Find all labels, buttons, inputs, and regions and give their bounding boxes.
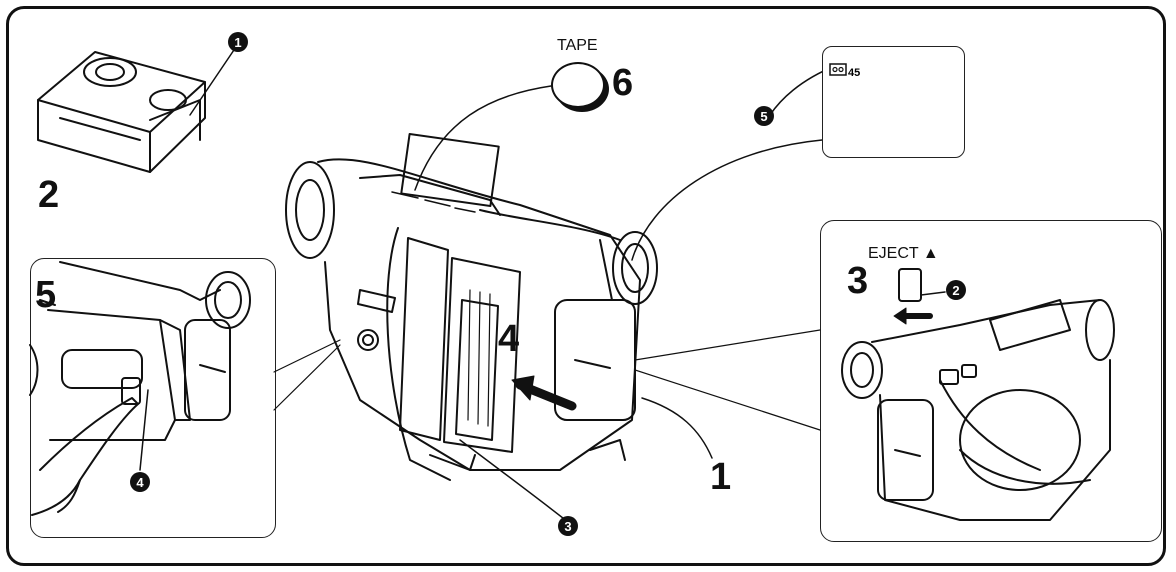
step-2-number: 2: [38, 174, 60, 216]
eject-label: EJECT ▲: [868, 246, 939, 262]
callout-4: 4: [130, 472, 150, 492]
eject-switch: [898, 268, 922, 302]
step-6-number: 6: [612, 62, 634, 104]
eject-symbol: ▲: [922, 245, 939, 262]
tape-button: [551, 62, 605, 108]
callout-1: 1: [228, 32, 248, 52]
step-5-number: 5: [35, 274, 57, 316]
eject-text: EJECT: [868, 245, 919, 262]
callout-3: 3: [558, 516, 578, 536]
callout-5: 5: [754, 106, 774, 126]
step-1-number: 1: [710, 456, 732, 498]
tape-counter-value: 45: [848, 67, 861, 79]
step-3-number: 3: [847, 260, 869, 302]
step-4-number: 4: [498, 318, 520, 360]
callout-2: 2: [946, 280, 966, 300]
inset-right-camcorder: [841, 299, 1115, 521]
camcorder-main: [285, 133, 658, 481]
inset-left-panel: [30, 258, 276, 538]
outer-frame: [6, 6, 1166, 566]
inset-left-camcorder: [29, 261, 251, 516]
tape-label: TAPE: [557, 37, 598, 54]
